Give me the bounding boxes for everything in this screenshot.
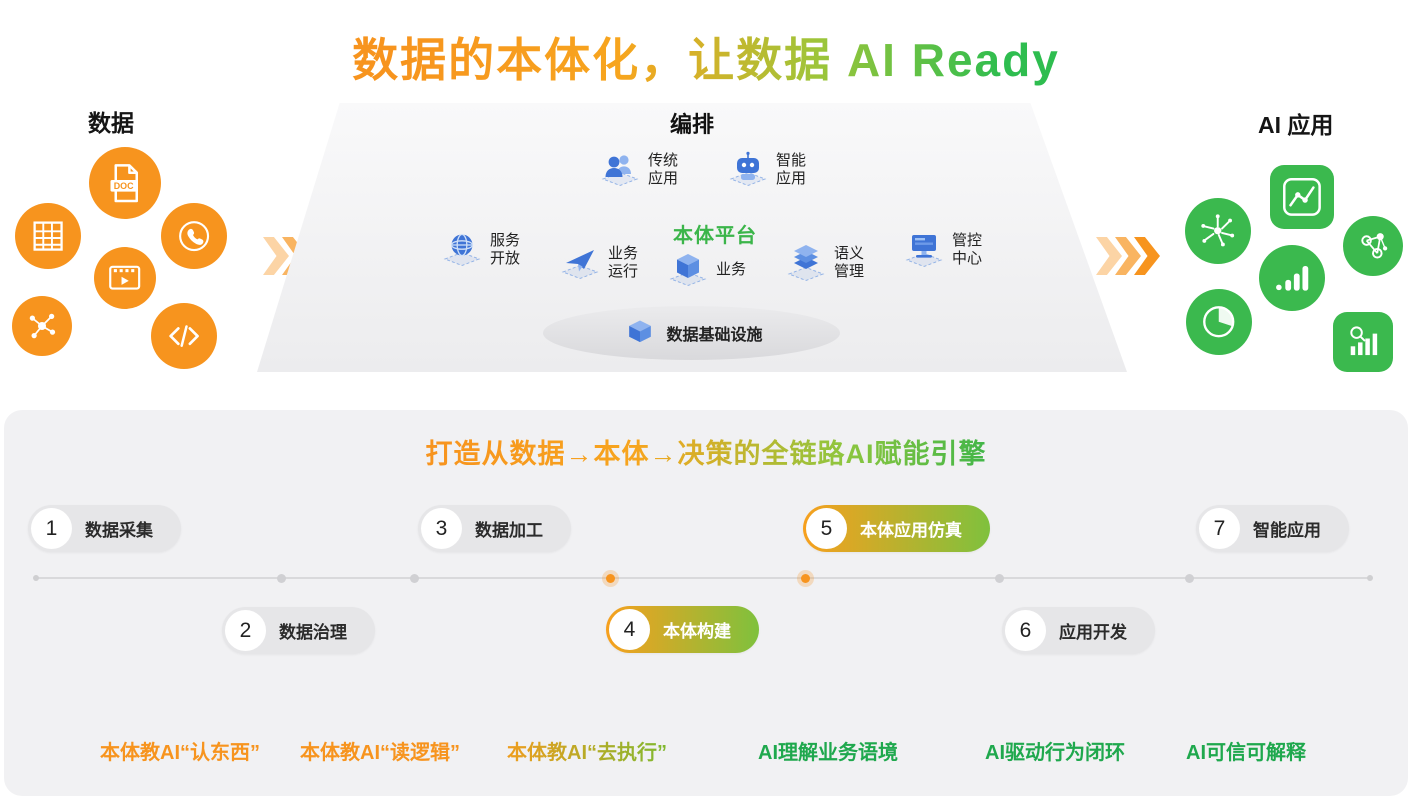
timeline-dot [410,573,419,583]
step-number: 2 [225,610,266,651]
monitor-icon [900,230,948,270]
flow-arrow-right-icon [1096,237,1160,275]
chip-icon [620,316,660,350]
step-label: 本体构建 [663,622,731,641]
step-pill-2: 2 数据治理 [222,607,375,654]
timeline-dot [277,573,286,583]
step-pill-1: 1 数据采集 [28,505,181,552]
step-number: 5 [806,508,847,549]
caption-context: AI理解业务语境 [758,742,898,764]
cube-icon [664,250,712,290]
caption-execute: 本体教AI“去执行” [507,736,667,765]
line-chart-icon [1270,165,1334,229]
intelligent-app: 智能应用 [724,150,806,190]
intelligent-app-label: 智能应用 [776,152,807,187]
caption-logic: 本体教AI“读逻辑” [300,742,460,764]
module-control-center: 管控中心 [900,230,982,270]
module-label: 管控中心 [952,232,983,267]
share-network-icon [12,296,72,356]
step-number: 7 [1199,508,1240,549]
phone-call-icon [161,203,227,269]
globe-icon [438,230,486,270]
video-clip-icon [94,247,156,309]
paper-plane-icon [556,243,604,283]
step-pill-5: 5 本体应用仿真 [803,505,990,552]
code-icon [151,303,217,369]
bar-chart-search-icon [1333,312,1393,372]
ai-burst-icon [1185,198,1251,264]
intelligent-app-icon [724,150,772,190]
caption-loop: AI驱动行为闭环 [985,742,1125,764]
signal-bars-icon [1259,245,1325,311]
timeline-dot [995,573,1004,583]
pipeline-title: 打造从数据→本体→决策的全链路AI赋能引擎 [0,432,1412,471]
step-pill-3: 3 数据加工 [418,505,571,552]
spreadsheet-icon [15,203,81,269]
timeline-dot [33,575,39,581]
module-semantic-mgmt: 语义管理 [782,243,864,283]
step-pill-4: 4 本体构建 [606,606,759,653]
step-label: 应用开发 [1059,623,1127,642]
caption-recognize: 本体教AI“认东西” [100,742,260,764]
pipeline-panel [4,410,1408,796]
page-title: 数据的本体化，让数据 AI Ready [0,24,1412,90]
step-label: 本体应用仿真 [860,521,962,540]
step-label: 数据采集 [85,521,153,540]
orchestration-label: 编排 [669,112,714,137]
ontology-platform-label: 本体平台 [673,225,757,247]
pie-chart-icon [1186,289,1252,355]
module-label: 业务 [716,261,747,278]
data-infrastructure-label: 数据基础设施 [666,327,763,344]
step-number: 1 [31,508,72,549]
step-pill-7: 7 智能应用 [1196,505,1349,552]
doc-file-icon [89,147,161,219]
data-infrastructure: 数据基础设施 [543,306,840,360]
module-business: 业务 [664,250,746,290]
timeline-dot-active [801,573,810,583]
ai-apps-label: AI 应用 [1258,112,1334,138]
step-number: 6 [1005,610,1046,651]
timeline-line [35,577,1372,579]
timeline-dot [1367,575,1373,581]
step-pill-6: 6 应用开发 [1002,607,1155,654]
graph-nodes-icon [1343,216,1403,276]
layers-icon [782,243,830,283]
step-label: 智能应用 [1253,521,1321,540]
timeline-dot [1185,573,1194,583]
traditional-app-label: 传统应用 [648,152,679,187]
module-label: 服务开放 [490,232,521,267]
module-service-open: 服务开放 [438,230,520,270]
module-label: 业务运行 [608,245,639,280]
timeline-dot-active [606,573,615,583]
data-sources-label: 数据 [88,110,134,136]
traditional-app-icon [596,150,644,190]
step-number: 4 [609,609,650,650]
step-label: 数据治理 [279,623,347,642]
module-business-run: 业务运行 [556,243,638,283]
module-label: 语义管理 [834,245,865,280]
step-number: 3 [421,508,462,549]
caption-trust: AI可信可解释 [1186,742,1306,764]
traditional-app: 传统应用 [596,150,678,190]
step-label: 数据加工 [475,521,543,540]
